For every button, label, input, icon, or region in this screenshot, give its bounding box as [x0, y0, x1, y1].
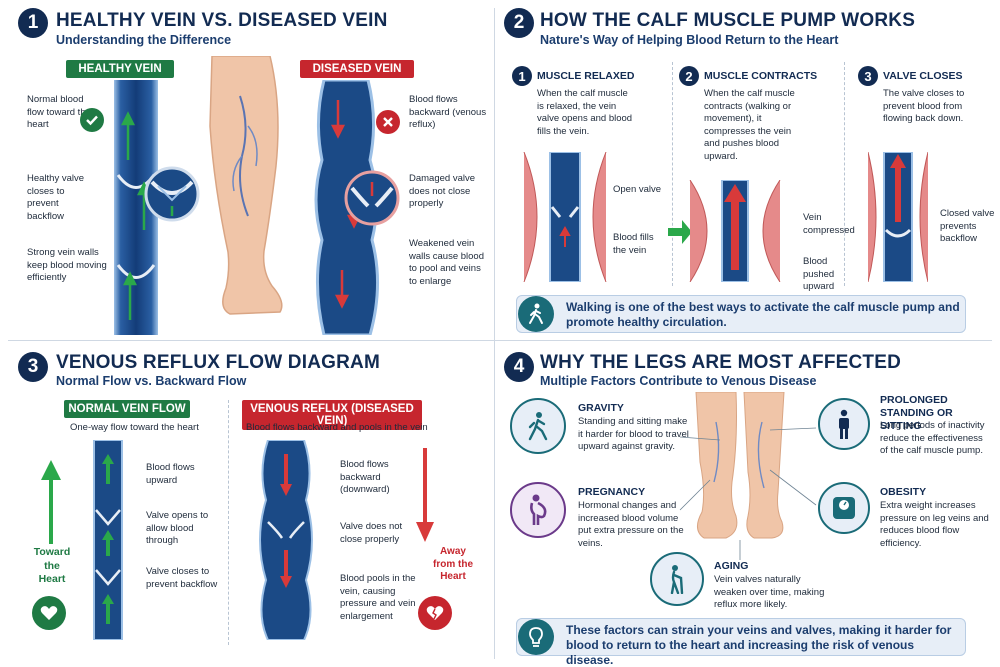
diseased-note-flow: Blood flows backward (venous reflux) [409, 94, 487, 131]
panel1-subtitle: Understanding the Difference [56, 33, 232, 47]
healthy-valve-zoom [144, 166, 200, 222]
reflux-label-pooling: Blood pools in the vein, causing pressur… [340, 573, 416, 622]
panel3-title: VENOUS REFLUX FLOW DIAGRAM [56, 352, 380, 373]
x-icon [376, 110, 400, 134]
factors-banner [516, 618, 966, 656]
walking-banner [516, 295, 966, 333]
healthy-note-walls: Strong vein walls keep blood moving effi… [27, 247, 107, 284]
standing-icon [818, 398, 870, 450]
away-heart-arrow [416, 448, 434, 542]
panel4-title: WHY THE LEGS ARE MOST AFFECTED [540, 352, 902, 373]
leg-illustration [209, 56, 283, 315]
panel4-number: 4 [504, 352, 534, 382]
normal-label-valve-opens: Valve opens to allow blood through [146, 510, 209, 547]
healthy-note-valve: Healthy valve closes to prevent backflow [27, 173, 85, 222]
toward-heart-arrow [41, 460, 61, 544]
heart-icon [32, 596, 66, 630]
walking-icon [518, 296, 554, 332]
standing-title: PROLONGED STANDING OR SITTING [880, 394, 953, 432]
panel2-number: 2 [504, 8, 534, 38]
panel3-subtitle: Normal Flow vs. Backward Flow [56, 374, 247, 388]
step3-title: VALVE CLOSES [883, 70, 963, 82]
step1-title: MUSCLE RELAXED [537, 70, 635, 82]
panel2-title: HOW THE CALF MUSCLE PUMP WORKS [540, 10, 916, 31]
panel1-number: 1 [18, 8, 48, 38]
standing-text: Long periods of inactivity reduce the ef… [880, 420, 985, 457]
aging-text: Vein valves naturally weaken over time, … [714, 574, 825, 611]
step1-label-open-valve: Open valve [613, 184, 662, 195]
step1-number: 1 [512, 66, 532, 86]
reflux-vein-diagram [259, 440, 313, 640]
panel4-subtitle: Multiple Factors Contribute to Venous Di… [540, 374, 817, 388]
gravity-icon [510, 398, 566, 454]
reflux-label-backward: Blood flows backward (downward) [340, 459, 390, 496]
lightbulb-icon [518, 619, 554, 655]
diseased-valve-zoom [344, 170, 400, 226]
scale-icon [818, 482, 870, 534]
diseased-vein-tag: DISEASED VEIN [300, 60, 414, 78]
pregnancy-icon [510, 482, 566, 538]
normal-flow-caption: One-way flow toward the heart [70, 422, 199, 433]
normal-label-flows-up: Blood flows upward [146, 462, 195, 486]
healthy-note-flow: Normal blood flow toward the heart [27, 94, 91, 131]
reflux-label-valve: Valve does not close properly [340, 521, 403, 545]
gravity-title: GRAVITY [578, 402, 624, 414]
vertical-divider [494, 8, 495, 659]
reflux-tag: VENOUS REFLUX (DISEASED VEIN) [242, 400, 422, 430]
aging-icon [650, 552, 704, 606]
step2-number: 2 [679, 66, 699, 86]
toward-heart-label: Toward the Heart [33, 546, 71, 585]
relaxed-muscle-illustration [523, 152, 607, 282]
diseased-note-walls: Weakened vein walls cause blood to pool … [409, 238, 484, 287]
step2-text: When the calf muscle contracts (walking … [704, 88, 795, 162]
step2-label-blood-pushed: Blood pushed upward [803, 256, 835, 293]
step2-label-vein-compressed: Vein compressed [803, 212, 855, 236]
gravity-text: Standing and sitting make it harder for … [578, 416, 689, 453]
diseased-note-valve: Damaged valve does not close properly [409, 173, 476, 210]
step2-title: MUSCLE CONTRACTS [704, 70, 818, 82]
obesity-title: OBESITY [880, 486, 927, 498]
panel1-title: HEALTHY VEIN VS. DISEASED VEIN [56, 10, 388, 31]
normal-label-valve-closes: Valve closes to prevent backflow [146, 566, 218, 590]
pregnancy-text: Hormonal changes and increased blood vol… [578, 500, 684, 549]
panel2-subtitle: Nature's Way of Helping Blood Return to … [540, 33, 839, 47]
panel3-number: 3 [18, 352, 48, 382]
obesity-text: Extra weight increases pressure on leg v… [880, 500, 989, 549]
factors-banner-text: These factors can strain your veins and … [566, 623, 952, 667]
step3-label-closed-valve: Closed valve prevents backflow [940, 208, 995, 245]
horizontal-divider [8, 340, 992, 341]
broken-heart-icon [418, 596, 452, 630]
walking-banner-text: Walking is one of the best ways to activ… [566, 300, 960, 329]
pregnancy-title: PREGNANCY [578, 486, 646, 498]
closed-valve-illustration [868, 152, 928, 282]
step3-text: The valve closes to prevent blood from f… [883, 88, 965, 125]
normal-vein-diagram [93, 440, 123, 640]
away-heart-label: Away from the Heart [433, 546, 473, 582]
check-icon [80, 108, 104, 132]
legs-illustration [695, 392, 785, 539]
step1-label-blood-fills: Blood fills the vein [613, 232, 654, 256]
step1-text: When the calf muscle is relaxed, the vei… [537, 88, 633, 137]
normal-flow-tag: NORMAL VEIN FLOW [64, 400, 190, 418]
contracted-muscle-illustration [668, 180, 781, 282]
aging-title: AGING [714, 560, 749, 572]
healthy-vein-tag: HEALTHY VEIN [66, 60, 174, 78]
reflux-caption: Blood flows backward and pools in the ve… [246, 422, 428, 433]
step3-number: 3 [858, 66, 878, 86]
